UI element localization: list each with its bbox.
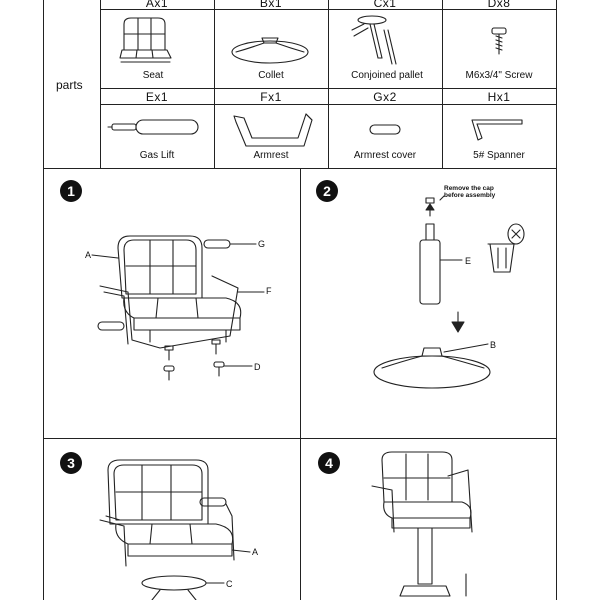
panel-middle-divider (43, 438, 557, 439)
table-row-hdr2 (100, 104, 556, 105)
part-name-armrest: Armrest (253, 150, 289, 161)
step3-drawing (99, 459, 251, 600)
part-name-collet: Collet (258, 70, 284, 81)
step2-drawing (373, 195, 525, 389)
table-divider-label-col (100, 0, 101, 168)
spanner-thumbnail (471, 119, 523, 141)
step2-callout-e: E (465, 256, 472, 266)
part-code-b: Bx1 (259, 0, 283, 10)
panel-left-border (43, 168, 44, 600)
part-name-seat: Seat (142, 70, 164, 81)
conjoined-pallet-thumbnail (351, 15, 397, 65)
part-name-armrest-cover: Armrest cover (353, 150, 417, 161)
part-name-screw: M6x3/4" Screw (465, 70, 533, 81)
panel-right-border (556, 168, 557, 600)
step4-drawing (371, 451, 473, 597)
step2-callout-b: B (490, 340, 497, 350)
step-3-badge: 3 (60, 452, 82, 474)
part-name-conjoined-pallet: Conjoined pallet (351, 70, 423, 81)
screw-thumbnail (491, 27, 507, 55)
table-row-hdr1 (100, 9, 556, 10)
step1-callout-d: D (254, 362, 261, 372)
part-code-a: Ax1 (145, 0, 169, 10)
step1-chair-drawing (91, 235, 265, 381)
part-code-e: Ex1 (145, 90, 169, 104)
collet-thumbnail (231, 37, 309, 64)
table-row-sep (100, 88, 556, 89)
part-code-h: Hx1 (487, 90, 511, 104)
parts-row-label: parts (56, 78, 83, 92)
part-code-g: Gx2 (373, 90, 397, 104)
table-col-2 (328, 0, 329, 168)
part-name-spanner: 5# Spanner (473, 150, 525, 161)
table-right-border (556, 0, 557, 168)
seat-thumbnail (119, 17, 172, 63)
step1-callout-g: G (258, 239, 266, 249)
armrest-thumbnail (233, 113, 313, 147)
table-col-1 (214, 0, 215, 168)
gas-lift-thumbnail (107, 119, 199, 135)
armrest-cover-thumbnail (369, 124, 401, 135)
step1-callout-a: A (85, 250, 92, 260)
remove-cap-note: Remove the cap before assembly (444, 185, 496, 199)
part-code-c: Cx1 (373, 0, 397, 10)
step-2-badge: 2 (316, 180, 338, 202)
step-4-badge: 4 (318, 452, 340, 474)
part-code-f: Fx1 (260, 90, 282, 104)
table-left-border (43, 0, 44, 168)
part-code-d: Dx8 (487, 0, 511, 10)
step-1-badge: 1 (60, 180, 82, 202)
step1-callout-f: F (266, 286, 272, 296)
step3-callout-a: A (252, 547, 259, 557)
part-name-gas-lift: Gas Lift (139, 150, 175, 161)
panel-center-divider (300, 168, 301, 600)
table-col-3 (442, 0, 443, 168)
step3-callout-c: C (226, 579, 233, 589)
